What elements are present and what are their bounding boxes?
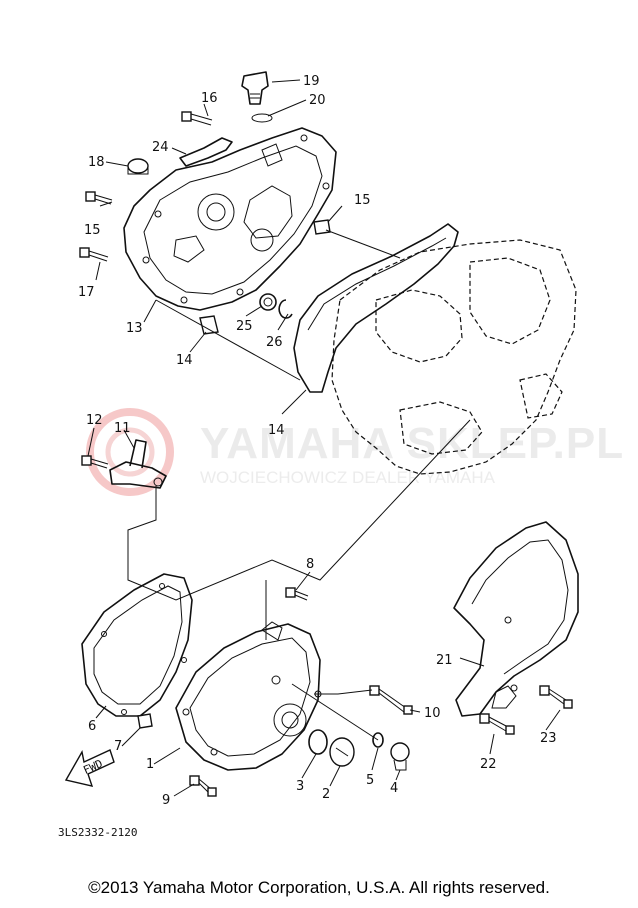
bolt-18 <box>79 247 109 262</box>
clamp-25 <box>179 137 233 167</box>
bolt-8 <box>285 587 309 601</box>
oil-filler-cap <box>241 71 273 123</box>
callout-8: 8 <box>306 557 314 572</box>
callout-20: 19 <box>303 74 320 89</box>
callout-1: 1 <box>146 757 154 772</box>
seal-26 <box>259 293 277 311</box>
callout-7: 7 <box>114 739 122 754</box>
cap-2 <box>329 737 355 767</box>
assembly-line-c <box>127 419 471 601</box>
bolt-17 <box>181 111 213 126</box>
assembly-line-a <box>155 299 301 381</box>
callout-25: 24 <box>152 140 169 155</box>
callout-3: 3 <box>296 779 304 794</box>
callout-27: 26 <box>266 335 283 350</box>
callout-10: 10 <box>424 706 441 721</box>
crankcase-cover-lower <box>175 621 322 771</box>
o-ring-3 <box>308 729 328 755</box>
fwd-arrow-icon: FWD <box>64 749 115 787</box>
watermark-logo-icon <box>86 408 174 496</box>
leader-lines <box>87 79 561 797</box>
watermark-subtitle: WOJCIECHOWICZ DEALER YAMAHA <box>200 468 496 487</box>
watermark: YAMAHA SKLEP.PL WOJCIECHOWICZ DEALER YAM… <box>86 408 624 496</box>
gasket-14 <box>293 223 459 393</box>
diagram-code: 3LS2332-2120 <box>58 826 137 839</box>
plug-4 <box>390 742 410 771</box>
bolt-23 <box>479 713 515 735</box>
callout-4: 4 <box>390 781 398 796</box>
bolt-24 <box>539 685 573 709</box>
callout-13: 13 <box>126 321 143 336</box>
callout-15-a: 15 <box>354 193 371 208</box>
callout-11: 11 <box>114 421 131 436</box>
copyright-notice: ©2013 Yamaha Motor Corporation, U.S.A. A… <box>88 878 550 897</box>
callout-23: 22 <box>480 757 497 772</box>
circlip-27 <box>278 299 293 319</box>
callout-22: 21 <box>436 653 453 668</box>
callout-18: 17 <box>78 285 95 300</box>
o-ring-5 <box>372 732 384 748</box>
callout-12: 12 <box>86 413 103 428</box>
shift-lever-11 <box>109 439 167 489</box>
dowel-15-b <box>199 315 219 335</box>
callout-2: 2 <box>322 787 330 802</box>
callout-21: 20 <box>309 93 326 108</box>
callout-24: 23 <box>540 731 557 746</box>
callout-14: 14 <box>268 423 285 438</box>
dowel-15-a <box>313 219 331 235</box>
gasket-6 <box>81 573 193 717</box>
callout-17: 16 <box>201 91 218 106</box>
callout-26: 25 <box>236 319 253 334</box>
callout-5: 5 <box>366 773 374 788</box>
crankcase-cover-upper <box>123 127 337 311</box>
assembly-line-b <box>325 229 401 259</box>
callout-16: 15 <box>84 223 101 238</box>
plug-19 <box>127 158 149 175</box>
callout-15-b: 14 <box>176 353 193 368</box>
callout-labels: 19 20 16 24 18 15 17 15 13 14 25 26 14 1… <box>78 74 557 808</box>
watermark-title: YAMAHA SKLEP.PL <box>200 419 624 468</box>
bolt-9 <box>189 775 217 797</box>
sprocket-cover-22 <box>453 521 579 717</box>
dowel-7 <box>137 713 153 729</box>
callout-6: 6 <box>88 719 96 734</box>
engine-outline <box>331 239 577 475</box>
callout-19: 18 <box>88 155 105 170</box>
bolt-10 <box>369 685 413 715</box>
bolt-12 <box>81 455 109 469</box>
bolt-16 <box>85 191 113 205</box>
callout-9: 9 <box>162 793 170 808</box>
